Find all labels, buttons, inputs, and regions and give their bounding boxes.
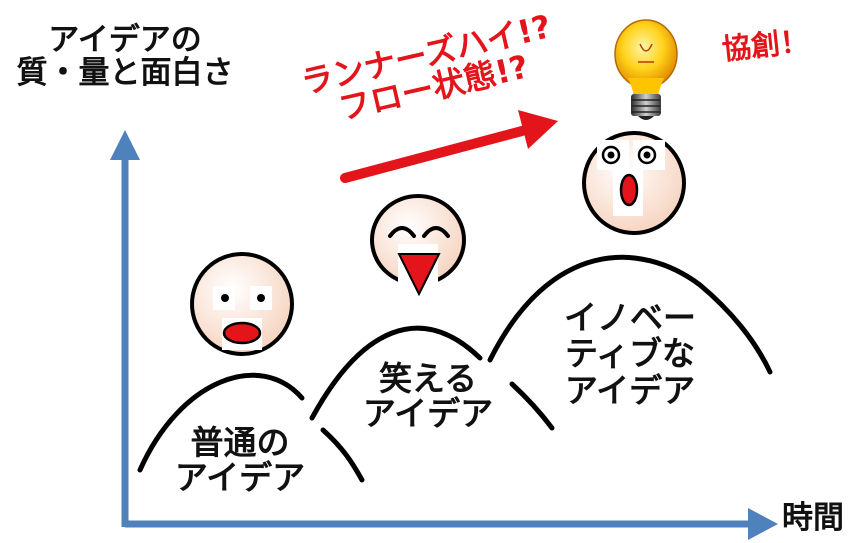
peak-1-curve	[137, 372, 305, 473]
peak-1-label-line-1: 普通の	[190, 423, 290, 462]
peak-1-label: 普通の アイデア	[160, 423, 320, 497]
peak-3-label-line-3: アイデア	[564, 370, 696, 410]
idea-light-bulb-icon	[614, 19, 678, 120]
peak-1-tail	[320, 427, 365, 483]
progress-arrow	[340, 110, 558, 183]
y-axis	[110, 130, 140, 527]
y-axis-label-line-2: 質・量と面白さ	[16, 54, 234, 91]
peak-2-label-line-1: 笑える	[378, 359, 477, 398]
laughing-face-icon	[370, 194, 466, 297]
peak-2-label: 笑える アイデア	[348, 359, 508, 433]
peak-3-curve	[487, 254, 773, 375]
peak-curves	[137, 254, 773, 483]
surprised-face-icon	[582, 131, 686, 235]
y-axis-label: アイデアの 質・量と面白さ	[10, 24, 240, 89]
peak-3-label-line-1: イノベー	[564, 298, 696, 337]
x-axis-label: 時間	[782, 500, 844, 536]
peak-2-label-line-2: アイデア	[362, 393, 494, 433]
peak-1-label-line-2: アイデア	[174, 457, 306, 497]
y-axis-label-line-1: アイデアの	[48, 22, 202, 58]
peak-2-curve	[309, 325, 483, 421]
peak-3-label-line-2: ティブな	[564, 334, 696, 374]
peak-2-tail	[509, 381, 555, 431]
x-axis	[125, 508, 778, 540]
neutral-face-icon	[190, 252, 294, 356]
peak-3-label: イノベー ティブな アイデア	[550, 298, 710, 410]
